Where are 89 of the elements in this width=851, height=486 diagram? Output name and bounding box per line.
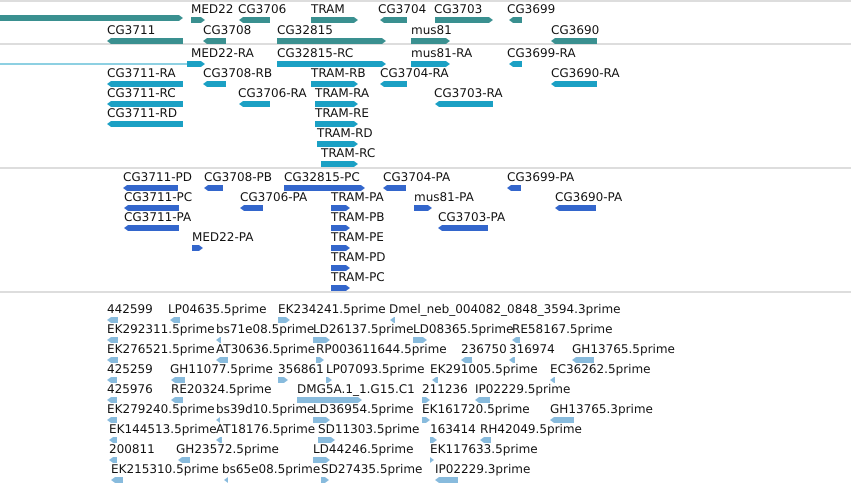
feature-label: CG3708-PB bbox=[204, 170, 272, 184]
feature-label: CG3706 bbox=[238, 2, 286, 16]
feature-label: CG3711-RA bbox=[107, 66, 176, 80]
feature-label: IP02229.3prime bbox=[435, 462, 530, 476]
feature-label: LD44246.5prime bbox=[313, 442, 414, 456]
feature-label: 356861 bbox=[278, 362, 324, 376]
feature-label: CG32815-RC bbox=[277, 46, 354, 60]
feature-label: CG3704-PA bbox=[383, 170, 450, 184]
feature-label: CG3704-RA bbox=[380, 66, 449, 80]
feature-label: CG32815-PC bbox=[284, 170, 360, 184]
feature-label: LD36954.5prime bbox=[313, 402, 414, 416]
feature-label: TRAM-PE bbox=[331, 230, 384, 244]
feature-label: EK276521.5prime bbox=[107, 342, 215, 356]
feature-label: CG3711-RD bbox=[107, 106, 178, 120]
feature-label: EC36262.5prime bbox=[550, 362, 651, 376]
feature-label: 425976 bbox=[107, 382, 153, 396]
feature-label: mus81 bbox=[411, 23, 452, 37]
feature-label: CG3699 bbox=[507, 2, 556, 16]
feature-label: LP07093.5prime bbox=[326, 362, 425, 376]
feature-label: CG3690-RA bbox=[551, 66, 620, 80]
feature-label: CG3708-RB bbox=[203, 66, 272, 80]
feature-label: RH42049.5prime bbox=[480, 422, 582, 436]
feature-label: bs65e08.5prime bbox=[222, 462, 320, 476]
feature-label: CG3708 bbox=[203, 23, 252, 37]
feature-label: GH11077.5prime bbox=[170, 362, 273, 376]
feature-label: CG32815 bbox=[277, 23, 333, 37]
feature-label: TRAM-RA bbox=[315, 86, 370, 100]
feature-label: mus81-PA bbox=[414, 190, 474, 204]
feature-label: LD08365.5prime bbox=[413, 322, 514, 336]
feature-label: bs39d10.5prime bbox=[216, 402, 314, 416]
feature-label: CG3690-PA bbox=[555, 190, 622, 204]
feature-label: 425259 bbox=[107, 362, 153, 376]
feature-label: CG3699-RA bbox=[507, 46, 576, 60]
feature-label: TRAM-PB bbox=[331, 210, 385, 224]
feature-label: 200811 bbox=[109, 442, 155, 456]
feature-label: Dmel_neb_004082_0848_3594.3prime bbox=[389, 302, 621, 316]
feature-label: DMG5A.1_1.G15.C1 bbox=[297, 382, 415, 396]
feature-label: CG3711-PA bbox=[124, 210, 192, 224]
feature-label: 211236 bbox=[422, 382, 468, 396]
feature-label: AT18176.5prime bbox=[216, 422, 316, 436]
feature-label: CG3711-PD bbox=[123, 170, 192, 184]
feature-label: EK215310.5prime bbox=[111, 462, 219, 476]
feature-label: CG3703-PA bbox=[438, 210, 506, 224]
feature-label: EK144513.5prime bbox=[109, 422, 217, 436]
feature-label: CG3711-RC bbox=[107, 86, 176, 100]
feature-label: RE58167.5prime bbox=[512, 322, 612, 336]
feature-label: MED22 bbox=[191, 2, 234, 16]
feature-label: SD27435.5prime bbox=[321, 462, 422, 476]
feature-label: EK117633.5prime bbox=[430, 442, 538, 456]
feature-label: IP02229.5prime bbox=[475, 382, 570, 396]
feature-label: 163414 bbox=[430, 422, 476, 436]
feature-label: TRAM-PD bbox=[331, 250, 386, 264]
feature-label: EK292311.5prime bbox=[107, 322, 215, 336]
feature-label: CG3690 bbox=[551, 23, 600, 37]
feature-label: TRAM-RC bbox=[321, 146, 376, 160]
feature-label: CG3703 bbox=[434, 2, 482, 16]
feature-label: 236750 bbox=[461, 342, 507, 356]
feature-label: TRAM-RE bbox=[315, 106, 369, 120]
feature-label: GH23572.5prime bbox=[176, 442, 279, 456]
feature-label: RE20324.5prime bbox=[171, 382, 272, 396]
feature-label: bs71e08.5prime bbox=[216, 322, 314, 336]
feature-label: TRAM-RD bbox=[317, 126, 373, 140]
feature-label: LD26137.5prime bbox=[313, 322, 414, 336]
feature-label: TRAM bbox=[311, 2, 345, 16]
feature-label: 442599 bbox=[107, 302, 153, 316]
feature-label: CG3711-PC bbox=[124, 190, 192, 204]
feature-label: TRAM-RB bbox=[311, 66, 366, 80]
feature-label: CG3699-PA bbox=[507, 170, 574, 184]
feature-label: AT30636.5prime bbox=[216, 342, 316, 356]
feature-label: CG3706-RA bbox=[238, 86, 307, 100]
feature-label: RP003611644.5prime bbox=[316, 342, 447, 356]
feature-label: LP04635.5prime bbox=[168, 302, 267, 316]
feature-label: GH13765.5prime bbox=[572, 342, 675, 356]
feature-label: CG3706-PA bbox=[240, 190, 308, 204]
feature-label: TRAM-PA bbox=[331, 190, 384, 204]
feature-label: 316974 bbox=[509, 342, 555, 356]
feature-label: MED22-RA bbox=[191, 46, 254, 60]
feature-label: EK291005.5prime bbox=[430, 362, 538, 376]
feature-label: CG3711 bbox=[107, 23, 156, 37]
feature-label: GH13765.3prime bbox=[550, 402, 653, 416]
feature-label: SD11303.5prime bbox=[318, 422, 420, 436]
feature-label: TRAM-PC bbox=[331, 270, 385, 284]
feature-label: EK161720.5prime bbox=[422, 402, 530, 416]
feature-label: EK234241.5prime bbox=[278, 302, 386, 316]
feature-label: EK279240.5prime bbox=[107, 402, 215, 416]
feature-label: mus81-RA bbox=[411, 46, 472, 60]
feature-label: CG3704 bbox=[378, 2, 426, 16]
feature-label: CG3703-RA bbox=[434, 86, 503, 100]
feature-label: MED22-PA bbox=[192, 230, 254, 244]
